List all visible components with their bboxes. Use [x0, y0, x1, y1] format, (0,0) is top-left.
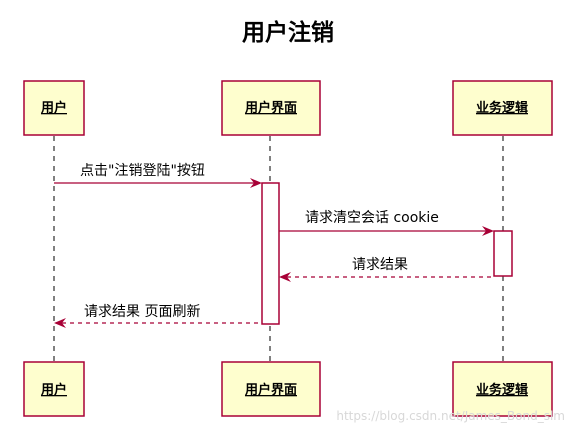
participant-user-bottom: 用户: [23, 361, 85, 417]
participant-ui-label: 用户界面: [244, 100, 297, 116]
arrowhead-icon: [54, 318, 66, 328]
activation-logic: [493, 230, 513, 277]
message-4-label: 请求结果 页面刷新: [84, 304, 200, 320]
message-clear-session: 请求清空会话 cookie: [279, 210, 494, 236]
participant-user-label: 用户: [40, 100, 67, 116]
arrowhead-icon: [482, 226, 494, 236]
participant-user-top: 用户: [23, 80, 85, 136]
arrowhead-icon: [279, 272, 291, 282]
message-result: 请求结果: [279, 257, 494, 282]
message-3-label: 请求结果: [352, 257, 408, 273]
participant-logic-label: 业务逻辑: [476, 382, 528, 398]
participant-user-label: 用户: [40, 382, 67, 398]
diagram-title: 用户注销: [242, 19, 334, 46]
message-1-label: 点击"注销登陆"按钮: [80, 163, 205, 179]
participant-logic-top: 业务逻辑: [452, 80, 553, 136]
arrowhead-icon: [250, 178, 262, 188]
message-2-label: 请求清空会话 cookie: [305, 210, 439, 226]
message-result-refresh: 请求结果 页面刷新: [54, 304, 262, 328]
participant-ui-top: 用户界面: [221, 80, 321, 136]
message-click-logout: 点击"注销登陆"按钮: [54, 163, 262, 188]
participant-ui-label: 用户界面: [244, 382, 297, 398]
activation-ui: [261, 182, 280, 325]
participant-logic-bottom: 业务逻辑: [452, 361, 553, 417]
participant-logic-label: 业务逻辑: [476, 100, 528, 116]
participant-ui-bottom: 用户界面: [221, 361, 321, 417]
watermark-text: https://blog.csdn.net/James_Bond_slm: [336, 409, 565, 423]
